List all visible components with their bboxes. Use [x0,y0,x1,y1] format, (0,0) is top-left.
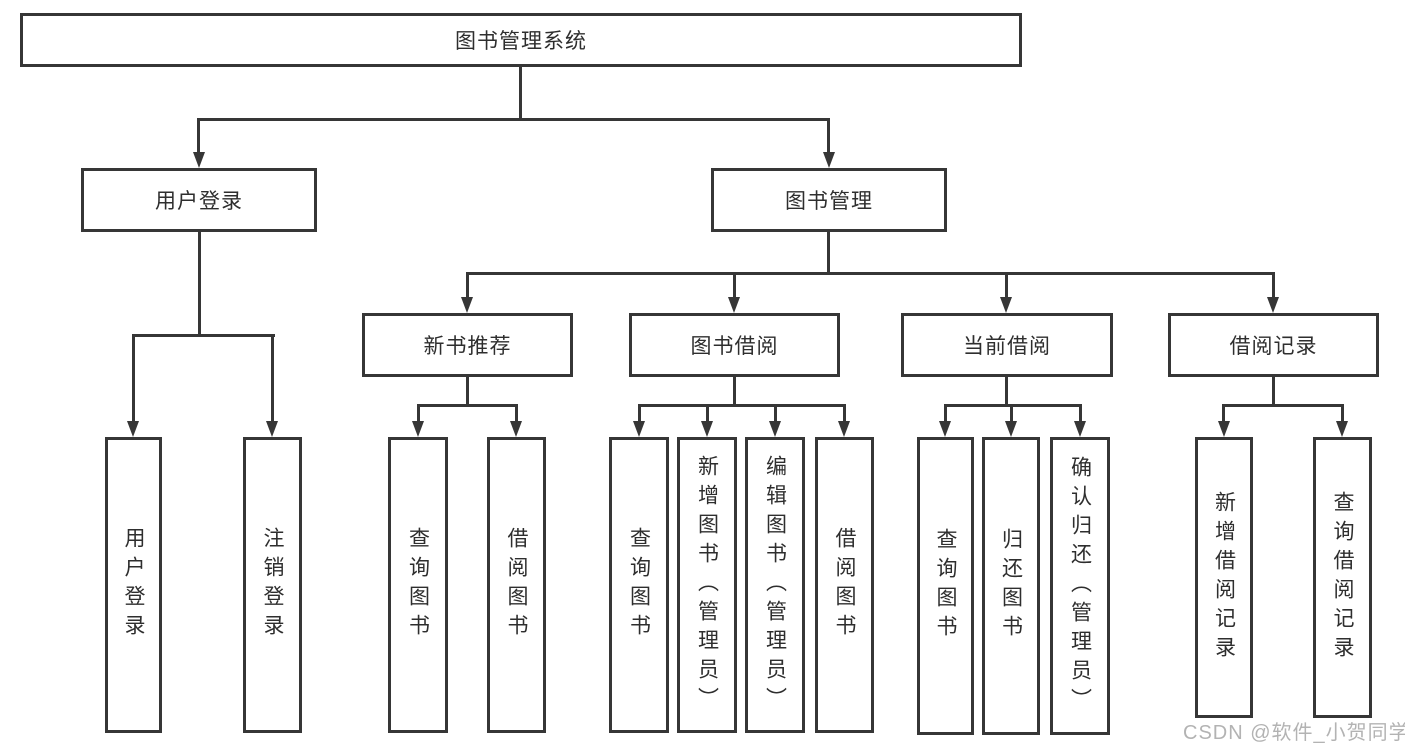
node-label: 借阅图书 [505,527,528,643]
arrow-down-icon [1000,297,1012,313]
node-book-borrow: 图书借阅 [629,313,840,377]
node-label: 新增图书（管理员） [695,454,719,716]
connector-drop [466,272,469,298]
connector-drop [271,334,274,422]
leaf-borrow-books: 借阅图书 [815,437,874,733]
node-label: 查询图书 [934,528,957,644]
leaf-add-books-admin: 新增图书（管理员） [677,437,737,733]
leaf-add-borrow-record: 新增借阅记录 [1195,437,1253,718]
arrow-down-icon [1267,297,1279,313]
leaf-query-books-borrow: 查询图书 [609,437,669,733]
node-current-borrow: 当前借阅 [901,313,1113,377]
connector-drop [638,404,641,423]
connector-bus [1222,404,1344,407]
node-label: 归还图书 [999,528,1023,644]
arrow-down-icon [633,421,645,437]
connector-stem [466,377,469,407]
connector-bus [417,404,518,407]
node-label: 用户登录 [122,527,145,643]
node-label: 查询图书 [627,527,651,643]
connector-drop [197,118,200,154]
leaf-query-books-recommend: 查询图书 [388,437,448,733]
connector-drop [1341,404,1344,423]
arrow-down-icon [939,421,951,437]
node-label: 查询图书 [406,527,430,643]
node-label: 确认归还（管理员） [1068,455,1092,717]
arrow-down-icon [701,421,713,437]
connector-drop [1272,272,1275,298]
connector-drop [132,334,135,422]
node-label: 当前借阅 [963,335,1051,358]
node-borrow-records: 借阅记录 [1168,313,1379,377]
arrow-down-icon [412,421,424,437]
connector-bus [198,118,830,121]
connector-bus [638,404,846,407]
connector-stem [519,67,522,120]
node-label: 借阅记录 [1229,335,1318,358]
node-label: 图书管理 [785,190,873,213]
connector-drop [774,404,777,423]
connector-bus [466,272,1275,275]
connector-drop [1005,272,1008,298]
csdn-watermark: CSDN @软件_小贺同学 [1183,722,1405,744]
leaf-confirm-return-admin: 确认归还（管理员） [1050,437,1110,735]
connector-drop [843,404,846,423]
arrow-down-icon [1336,421,1348,437]
arrow-down-icon [1005,421,1017,437]
arrow-down-icon [510,421,522,437]
arrow-down-icon [769,421,781,437]
node-label: 新书推荐 [423,335,512,358]
node-label: 借阅图书 [833,527,856,643]
arrow-down-icon [127,421,139,437]
connector-drop [706,404,709,423]
node-new-book-recommend: 新书推荐 [362,313,573,377]
connector-drop [1010,404,1013,423]
arrow-down-icon [461,297,473,313]
connector-drop [417,404,420,423]
leaf-query-books-current: 查询图书 [917,437,974,735]
leaf-logout: 注销登录 [243,437,302,733]
arrow-down-icon [266,421,278,437]
connector-stem [827,232,830,275]
leaf-edit-books-admin: 编辑图书（管理员） [745,437,805,733]
leaf-return-books: 归还图书 [982,437,1040,735]
connector-drop [515,404,518,423]
leaf-borrow-books-recommend: 借阅图书 [487,437,546,733]
node-label: 图书管理系统 [455,30,587,53]
connector-stem [733,377,736,407]
node-label: 查询借阅记录 [1331,490,1354,665]
node-label: 图书借阅 [690,335,779,358]
arrow-down-icon [728,297,740,313]
node-root-library-system: 图书管理系统 [20,13,1022,67]
arrow-down-icon [823,152,835,168]
arrow-down-icon [1218,421,1230,437]
arrow-down-icon [1074,421,1086,437]
node-user-login: 用户登录 [81,168,317,232]
connector-drop [944,404,947,423]
connector-stem [1005,377,1008,407]
node-book-management: 图书管理 [711,168,947,232]
connector-stem [1272,377,1275,407]
node-label: 编辑图书（管理员） [763,454,787,716]
arrow-down-icon [838,421,850,437]
arrow-down-icon [193,152,205,168]
connector-drop [827,118,830,154]
connector-drop [1222,404,1225,423]
node-label: 用户登录 [155,190,243,213]
node-label: 注销登录 [261,527,284,643]
connector-stem [198,232,201,336]
connector-drop [1079,404,1082,423]
node-label: 新增借阅记录 [1212,490,1236,665]
connector-bus [132,334,275,337]
leaf-user-login: 用户登录 [105,437,162,733]
leaf-query-borrow-record: 查询借阅记录 [1313,437,1372,718]
connector-drop [733,272,736,298]
